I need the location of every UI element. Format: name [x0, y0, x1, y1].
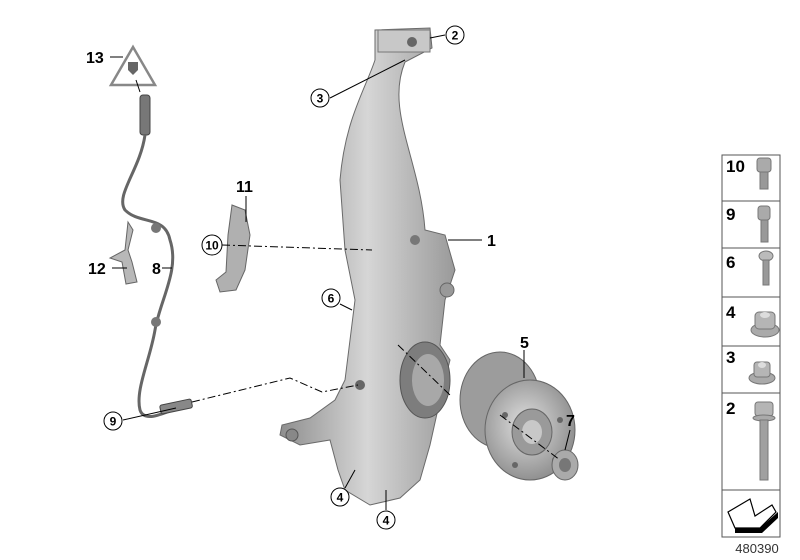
callout-1[interactable]: 1 [487, 233, 496, 250]
callout-3[interactable]: 3 [310, 88, 330, 108]
svg-text:3: 3 [317, 92, 324, 106]
diagram-number: 480390 [735, 541, 778, 556]
callout-11[interactable]: 11 [236, 179, 253, 196]
panel-item-10[interactable]: 10 [726, 157, 772, 190]
hex-flange-nut-icon [748, 361, 776, 385]
svg-text:9: 9 [726, 205, 735, 224]
arrow-back-icon[interactable] [727, 498, 778, 533]
wheel-speed-sensor-cable[interactable] [121, 94, 193, 418]
callout-10[interactable]: 10 [201, 234, 223, 256]
collar-nut[interactable] [551, 449, 579, 481]
callout-8[interactable]: 8 [152, 261, 161, 278]
collar-nut-icon [750, 311, 780, 338]
fastener-panel: 10 9 6 4 3 2 [721, 154, 781, 538]
svg-text:10: 10 [205, 239, 219, 253]
steering-knuckle[interactable] [279, 27, 456, 506]
svg-text:2: 2 [452, 29, 459, 43]
svg-text:4: 4 [337, 491, 344, 505]
svg-text:3: 3 [726, 348, 735, 367]
svg-text:6: 6 [726, 253, 735, 272]
leader-lines [110, 34, 571, 510]
cable-clip[interactable] [108, 220, 138, 285]
callout-9[interactable]: 9 [103, 411, 123, 431]
panel-item-2[interactable]: 2 [726, 399, 776, 481]
sensor-bracket[interactable] [215, 204, 251, 293]
wheel-hub-bearing[interactable] [459, 351, 576, 481]
hex-flange-bolt-icon [752, 401, 776, 481]
svg-text:4: 4 [383, 514, 390, 528]
callout-13[interactable]: 13 [86, 50, 104, 67]
callout-4[interactable]: 4 [376, 510, 396, 530]
panel-item-4[interactable]: 4 [726, 303, 780, 338]
svg-text:10: 10 [726, 157, 745, 176]
callout-2[interactable]: 2 [445, 25, 465, 45]
svg-text:4: 4 [726, 303, 736, 322]
panel-item-3[interactable]: 3 [726, 348, 776, 385]
panel-item-6[interactable]: 6 [726, 250, 774, 286]
svg-text:6: 6 [328, 292, 335, 306]
svg-text:9: 9 [110, 415, 117, 429]
svg-text:2: 2 [726, 399, 735, 418]
callout-6[interactable]: 6 [321, 288, 341, 308]
torx-screw-icon [758, 250, 774, 286]
callout-12[interactable]: 12 [88, 261, 106, 278]
callout-7[interactable]: 7 [566, 413, 575, 430]
socket-head-bolt-icon [757, 205, 771, 243]
callout-4[interactable]: 4 [330, 487, 350, 507]
electrical-connector-warning-icon [108, 44, 158, 87]
panel-item-9[interactable]: 9 [726, 205, 771, 243]
socket-head-bolt-icon [756, 157, 772, 190]
callout-5[interactable]: 5 [520, 335, 529, 352]
